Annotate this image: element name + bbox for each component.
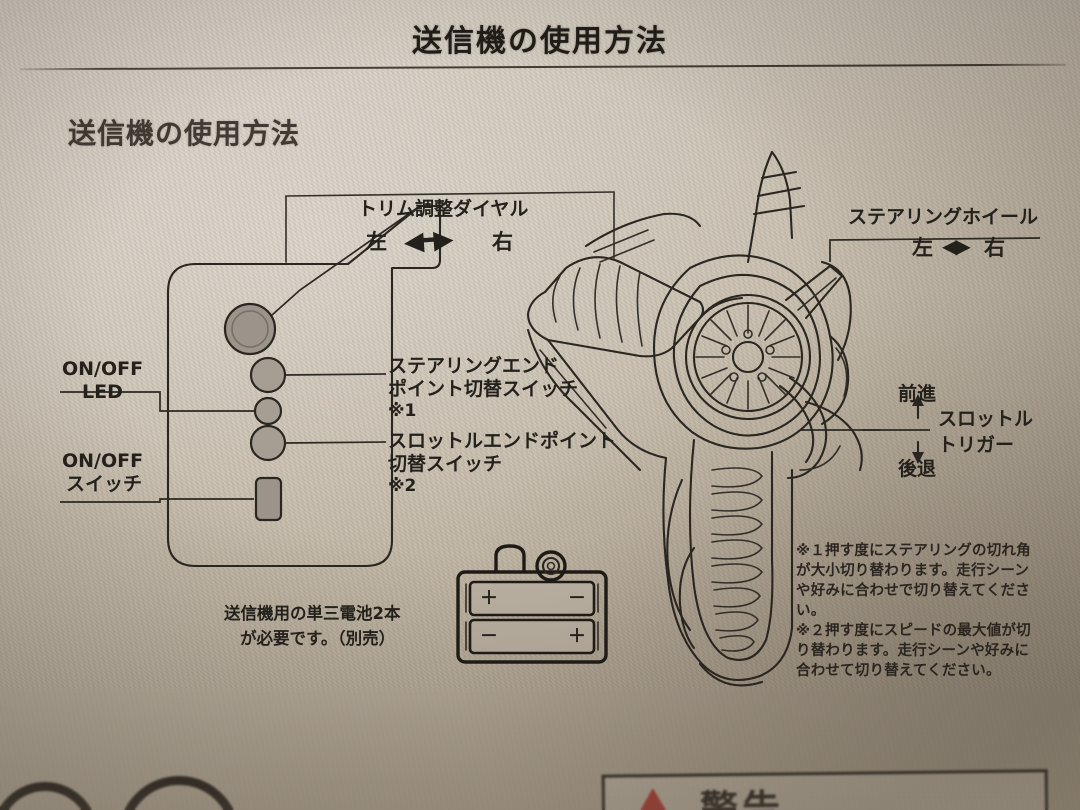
battery-cell-top-right-polarity: － <box>568 588 586 609</box>
steering-endpoint-note-mark: ※1 <box>388 401 417 421</box>
lead-line-trim-dial <box>271 205 421 316</box>
trim-dial-arrow-icon: ◀━▶ <box>402 224 452 258</box>
steering-wheel-rim <box>684 293 812 421</box>
onoff-led-label-line2: LED <box>82 381 123 403</box>
steering-wheel-left-label: 左 <box>912 236 933 260</box>
lead-line-steering-wheel <box>829 237 1041 262</box>
steering-wheel-right-label: 右 <box>984 236 1005 260</box>
trim-dial-right-label: 右 <box>492 230 513 254</box>
trim-dial-label: トリム調整ダイヤル <box>358 198 529 220</box>
lead-line-throttle-endpoint <box>285 441 387 444</box>
warning-triangle-icon <box>633 787 673 810</box>
steering-wheel-label: ステアリングホイール <box>848 206 1039 228</box>
trim-dial-knob <box>223 302 277 356</box>
battery-cell-top-left-polarity: ＋ <box>480 588 498 609</box>
throttle-endpoint-note-mark: ※2 <box>388 476 417 496</box>
grip-ribs <box>711 467 764 652</box>
battery-note-line1: 送信機用の単三電池2本 <box>224 604 401 623</box>
control-panel-outline <box>166 204 442 568</box>
lead-line-onoff-switch <box>60 498 254 503</box>
battery-cell-bottom-right-polarity: ＋ <box>568 626 586 647</box>
section-title: 送信機の使用方法 <box>68 117 301 150</box>
trim-dial-left-label: 左 <box>366 230 387 254</box>
throttle-forward-label: 前進 <box>898 383 937 405</box>
throttle-endpoint-label-line1: スロットルエンドポイント <box>388 430 617 452</box>
throttle-endpoint-label-line2: 切替スイッチ <box>388 453 503 475</box>
steering-endpoint-button <box>249 356 287 394</box>
steering-endpoint-label-line2: ポイント切替スイッチ <box>388 378 579 400</box>
onoff-slide-switch <box>254 476 283 522</box>
battery-holder-illustration <box>456 544 608 664</box>
battery-note-line2: が必要です。（別売） <box>240 629 396 648</box>
onoff-led-label-line1: ON/OFF <box>62 358 144 380</box>
throttle-trigger-label-line1: スロットル <box>938 408 1034 430</box>
throttle-backward-label: 後退 <box>898 458 937 480</box>
lead-line-onoff-led <box>60 391 254 412</box>
trim-dial-bracket <box>285 191 615 263</box>
footnote-2: ※２押す度にスピードの最大値が切り替わります。走行シーンや好みに合わせて切り替え… <box>796 623 1031 679</box>
onoff-led-indicator <box>253 396 283 426</box>
steering-wheel-hub <box>731 340 765 374</box>
battery-cell-bottom-left-polarity: － <box>480 626 498 647</box>
throttle-trigger-label-line2: トリガー <box>938 434 1015 456</box>
onoff-switch-label-line1: ON/OFF <box>62 450 144 472</box>
throttle-endpoint-button <box>249 424 287 462</box>
throttle-trigger <box>786 376 828 480</box>
onoff-switch-label-line2: スイッチ <box>66 473 143 495</box>
steering-endpoint-label-line1: ステアリングエンド <box>388 355 560 377</box>
footnote-1: ※１押す度にステアリングの切れ角が大小切り替わります。走行シーンや好みに合わせで… <box>796 543 1031 619</box>
steering-wheel-spokes <box>695 304 801 410</box>
transmitter-illustration <box>526 150 863 687</box>
warning-label: 警告 <box>699 786 785 810</box>
throttle-direction-arrows <box>862 394 930 464</box>
page-title: 送信機の使用方法 <box>412 24 668 59</box>
lead-line-steering-endpoint <box>285 373 387 376</box>
steering-wheel-arrow-icon: ◀▶ <box>942 234 971 258</box>
